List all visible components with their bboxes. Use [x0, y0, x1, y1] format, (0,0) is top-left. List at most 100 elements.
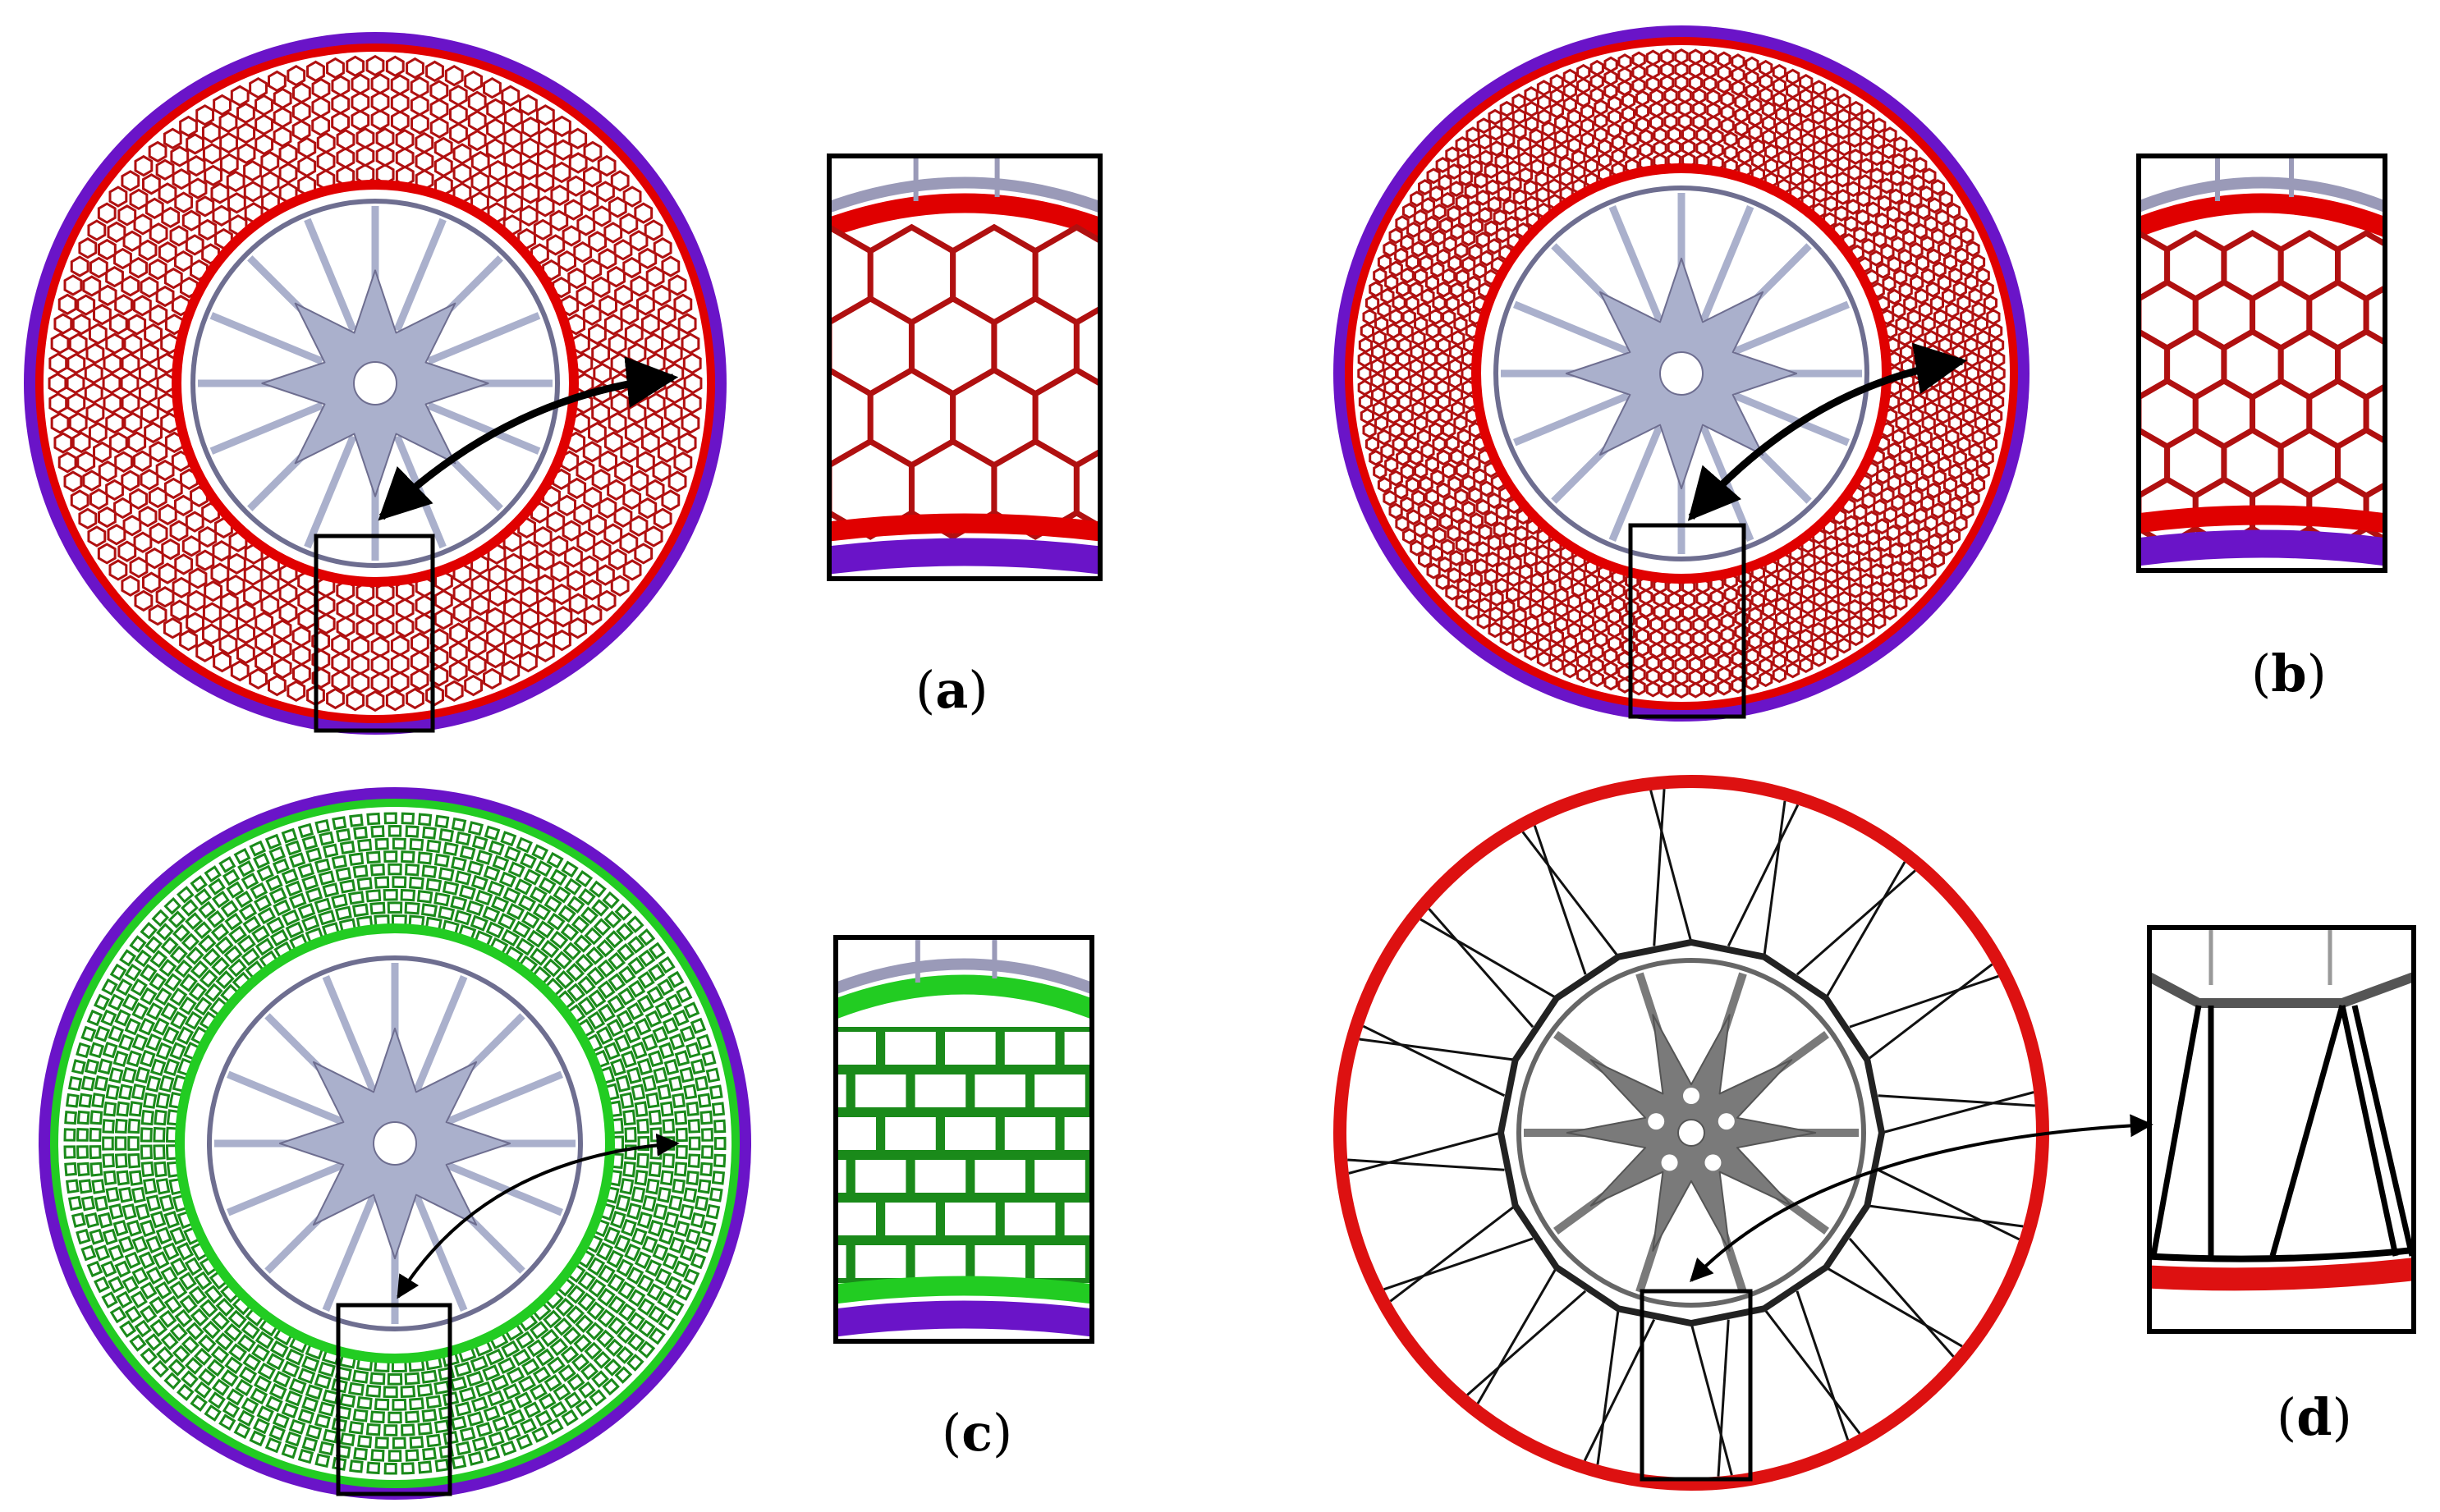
inset-cell [880, 1112, 941, 1155]
cell [452, 162, 472, 185]
cell [449, 122, 468, 144]
cell [202, 602, 222, 624]
cell [1621, 118, 1635, 135]
cell [627, 956, 645, 975]
cell [251, 925, 271, 943]
cell [1787, 140, 1802, 157]
cell [694, 1075, 709, 1092]
cell [351, 73, 370, 95]
cell [1960, 227, 1974, 245]
cell [151, 1359, 170, 1378]
cell [114, 1009, 131, 1027]
cell [113, 247, 132, 270]
cell [1424, 456, 1440, 473]
panel-d-tire [1333, 775, 2049, 1491]
cell [1554, 129, 1569, 145]
cell [314, 1413, 331, 1429]
panel-c-zoom-box [336, 1303, 452, 1496]
cell [535, 574, 555, 596]
cell [448, 103, 468, 126]
cell [287, 680, 306, 703]
cell [1435, 351, 1450, 368]
cell [1424, 215, 1439, 232]
cell [76, 1042, 91, 1059]
cell [1811, 636, 1826, 653]
cell [470, 1355, 488, 1372]
cell [404, 1372, 420, 1386]
cell [658, 955, 676, 974]
inset-cell [999, 1198, 1061, 1240]
cell [613, 506, 633, 528]
cell [400, 1385, 416, 1399]
cell [1941, 288, 1956, 305]
cell [1717, 666, 1731, 683]
cell [123, 332, 143, 355]
cell [583, 140, 603, 163]
cell [443, 841, 459, 857]
cell [622, 1161, 636, 1178]
cell [1948, 234, 1963, 251]
cell [1909, 488, 1924, 506]
cell [659, 1170, 674, 1186]
cell [177, 1383, 195, 1401]
cell [1952, 372, 1967, 389]
cell [133, 531, 153, 553]
cell [214, 1332, 234, 1351]
cell [122, 515, 142, 537]
cell [1524, 644, 1539, 661]
wheel-spoke [1513, 300, 1630, 355]
cell [385, 690, 405, 712]
cell [1635, 627, 1650, 644]
cell [351, 109, 370, 131]
cell [1631, 77, 1646, 94]
cell [1649, 101, 1664, 118]
cell [713, 1136, 727, 1151]
cell [521, 137, 540, 159]
cell [268, 674, 287, 697]
cell [1584, 158, 1599, 174]
cell [76, 294, 96, 316]
cell [155, 1092, 171, 1109]
cell [348, 891, 365, 905]
cell [218, 1413, 236, 1431]
cell [597, 154, 617, 177]
cell [114, 1136, 127, 1151]
cell [1571, 566, 1586, 584]
cell [352, 1408, 369, 1423]
cell [688, 1136, 701, 1151]
cell [282, 1360, 300, 1378]
cell [1855, 521, 1870, 538]
cell [158, 182, 177, 204]
panel-c-inset [836, 937, 1092, 1341]
cell [1373, 267, 1387, 284]
cell [140, 1219, 156, 1238]
cell [188, 1285, 208, 1305]
cell [1723, 131, 1738, 148]
cell [1442, 309, 1456, 326]
cell [213, 650, 232, 673]
cell [1790, 575, 1805, 592]
cell [598, 248, 617, 270]
cell [387, 901, 403, 914]
cell [696, 1033, 712, 1051]
inset-outer-band [836, 1276, 1092, 1304]
cell [1370, 387, 1386, 403]
cell [48, 352, 68, 374]
inset-cell [1089, 1240, 1092, 1283]
cell [1881, 143, 1897, 160]
cell [1530, 572, 1544, 589]
cell [138, 362, 158, 385]
cell [1965, 241, 1980, 258]
cell [126, 1050, 142, 1068]
cell [599, 295, 618, 317]
cell [1681, 604, 1696, 621]
cell [1883, 224, 1898, 241]
cell [1745, 83, 1759, 100]
cell [685, 1042, 701, 1059]
cell [1942, 222, 1956, 238]
cell [626, 1203, 642, 1221]
cell [281, 827, 298, 844]
cell [311, 114, 331, 137]
cell [598, 497, 617, 519]
cell [1377, 476, 1392, 493]
